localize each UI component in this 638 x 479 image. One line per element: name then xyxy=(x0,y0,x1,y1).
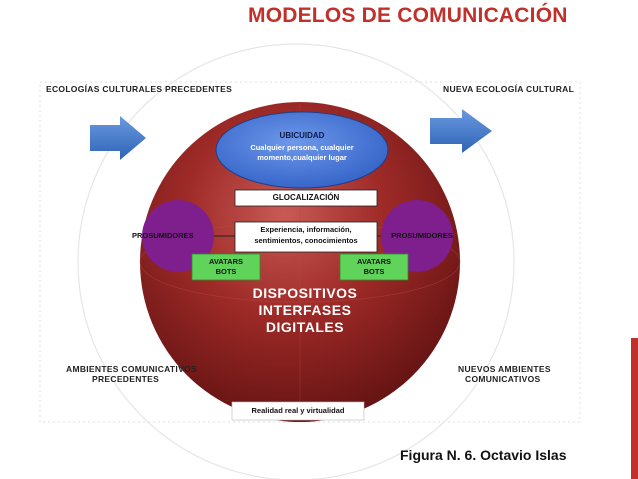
glocalization-label: GLOCALIZACIÓN xyxy=(272,193,340,202)
left-bottom-label-2: PRECEDENTES xyxy=(92,374,160,384)
red-sphere xyxy=(140,102,460,422)
ubiquity-ellipse xyxy=(215,111,389,189)
outer-frame xyxy=(39,81,581,423)
avatars-left-box xyxy=(191,253,261,281)
prosumer-left-label: PROSUMIDORES xyxy=(132,231,194,240)
right-bottom-label-2: COMUNICATIVOS xyxy=(465,374,541,384)
reality-label: Realidad real y virtualidad xyxy=(251,406,345,415)
page-title: MODELOS DE COMUNICACIÓN xyxy=(248,4,568,27)
devices-line-3: DIGITALES xyxy=(265,319,345,335)
avatars-right-line-1: AVATARS xyxy=(356,257,392,266)
left-bottom-label-1: AMBIENTES COMUNICATIVOS xyxy=(66,364,197,374)
avatars-left-line-2: BOTS xyxy=(215,267,237,276)
left-arrow-icon xyxy=(90,116,146,160)
prosumer-right-label: PROSUMIDORES xyxy=(391,231,453,240)
devices-line-2: INTERFASES xyxy=(258,302,352,318)
figure-caption: Figura N. 6. Octavio Islas xyxy=(400,447,567,463)
experience-line-1: Experiencia, información, xyxy=(260,225,352,234)
glocalization-box xyxy=(234,189,378,207)
experience-box xyxy=(234,221,378,253)
left-top-label: ECOLOGÍAS CULTURALES PRECEDENTES xyxy=(46,84,233,94)
accent-bar xyxy=(631,338,638,479)
avatars-right-box xyxy=(339,253,409,281)
right-bottom-label-1: NUEVOS AMBIENTES xyxy=(458,364,551,374)
ubiquity-line-1: Cualquier persona, cualquier xyxy=(250,143,354,152)
right-arrow-icon xyxy=(430,109,492,153)
experience-line-2: sentimientos, conocimientos xyxy=(254,236,358,245)
outer-circle xyxy=(77,43,515,479)
avatars-right-line-2: BOTS xyxy=(363,267,385,276)
avatars-left-line-1: AVATARS xyxy=(208,257,244,266)
reality-box xyxy=(231,401,365,421)
right-top-label: NUEVA ECOLOGÍA CULTURAL xyxy=(443,84,575,94)
devices-line-1: DISPOSITIVOS xyxy=(252,285,358,301)
ubiquity-title: UBICUIDAD xyxy=(279,131,325,140)
ubiquity-line-2: momento,cualquier lugar xyxy=(257,153,347,162)
